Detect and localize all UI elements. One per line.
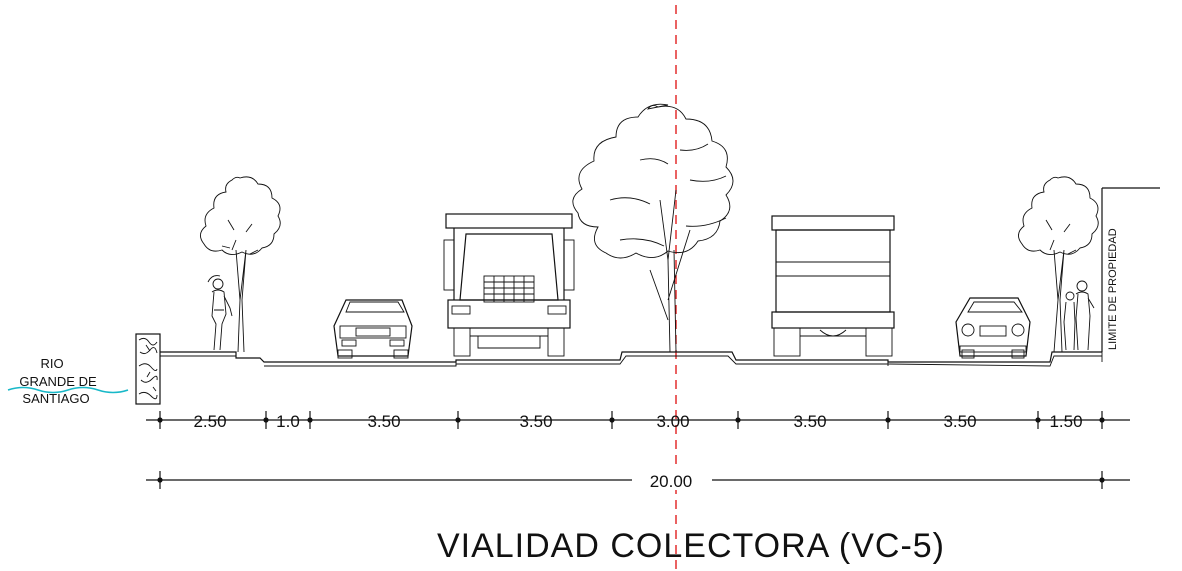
dimension-tick-dot bbox=[263, 417, 269, 423]
dim-sidewalk-left: 2.50 bbox=[193, 412, 226, 431]
truck-rear bbox=[771, 215, 895, 357]
dimension-tick-dot bbox=[735, 417, 741, 423]
dim-lane-1: 3.50 bbox=[367, 412, 400, 431]
dimension-tick-dot bbox=[1099, 477, 1105, 483]
dimension-tick-dot bbox=[609, 417, 615, 423]
dimension-tick-dot bbox=[455, 417, 461, 423]
dimension-tick-dot bbox=[1099, 417, 1105, 423]
river-label-line-3: SANTIAGO bbox=[22, 391, 89, 406]
pedestrian-left bbox=[207, 275, 233, 351]
dimension-tick-dot bbox=[157, 477, 163, 483]
dimension-tick-dot bbox=[307, 417, 313, 423]
river-label-line-1: RIO bbox=[40, 356, 63, 371]
river-label: RIO GRANDE DE SANTIAGO bbox=[7, 356, 129, 406]
tree-median bbox=[572, 103, 734, 353]
pedestrian-right bbox=[1063, 280, 1095, 351]
dim-lane-2: 3.50 bbox=[519, 412, 552, 431]
river-water-line bbox=[7, 386, 129, 394]
dimension-row-total: 20.00 bbox=[146, 468, 1130, 491]
river-stone-wall bbox=[135, 333, 161, 405]
dim-sidewalk-right: 1.50 bbox=[1049, 412, 1082, 431]
dim-total-width: 20.00 bbox=[650, 472, 693, 491]
dimension-row-segments: 2.50 1.0 3.50 3.50 3.00 3.50 3.50 1.50 bbox=[146, 411, 1130, 431]
drawing-title: VIALIDAD COLECTORA (VC-5) bbox=[437, 527, 945, 565]
car-right bbox=[955, 297, 1031, 359]
dim-lane-4: 3.50 bbox=[943, 412, 976, 431]
road-profile bbox=[160, 340, 1103, 367]
dim-median: 3.00 bbox=[656, 412, 689, 431]
tree-right bbox=[1018, 176, 1099, 353]
river-label-line-2: GRANDE DE bbox=[19, 374, 97, 389]
truck-front bbox=[443, 213, 575, 357]
dimension-tick-dot bbox=[885, 417, 891, 423]
property-limit-label: LIMITE DE PROPIEDAD bbox=[1107, 228, 1119, 350]
dimension-tick-dot bbox=[1035, 417, 1041, 423]
dimension-tick-dot bbox=[157, 417, 163, 423]
dim-curb-left: 1.0 bbox=[276, 412, 300, 431]
car-left bbox=[333, 299, 413, 359]
property-limit: LIMITE DE PROPIEDAD bbox=[1101, 187, 1160, 352]
dim-lane-3: 3.50 bbox=[793, 412, 826, 431]
tree-left bbox=[200, 176, 281, 353]
